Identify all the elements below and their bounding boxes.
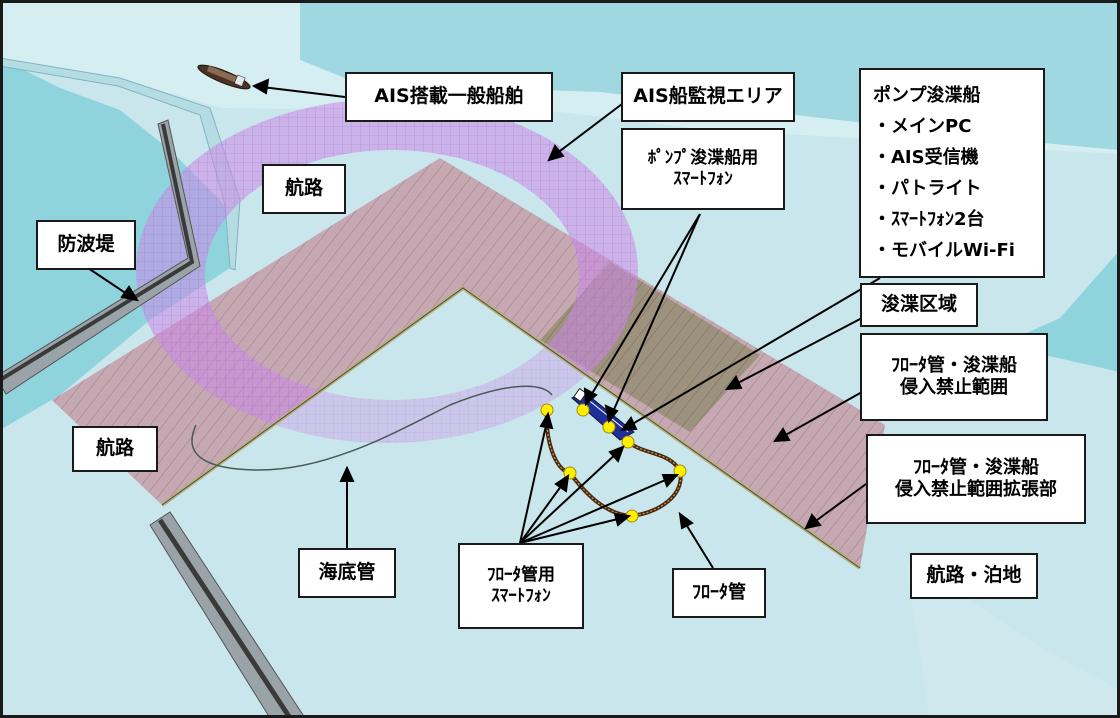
smartphone-markers xyxy=(540,403,687,523)
ais-vessel-icon xyxy=(197,64,251,90)
label-dredging-area: 浚渫区域 xyxy=(860,283,978,327)
quay-wall-top xyxy=(2,57,241,271)
label-pump-dredger-equipment: ポンプ浚渫船 ・メインPC ・AIS受信機 ・パトライト ・ｽﾏｰﾄﾌｫﾝ2台 … xyxy=(859,68,1045,278)
label-channel-left: 航路 xyxy=(72,426,158,472)
deep-water-right-lower xyxy=(905,560,1118,716)
smartphone-marker-icon xyxy=(621,435,635,449)
seabed-pipe xyxy=(191,385,553,471)
smartphone-marker-icon xyxy=(576,403,590,417)
label-pump-dredger-smartphone: ﾎﾟﾝﾌﾟ浚渫船用 ｽﾏｰﾄﾌｫﾝ xyxy=(621,128,785,210)
label-floater-pipe: ﾌﾛｰﾀ管 xyxy=(672,568,766,618)
smartphone-marker-icon xyxy=(602,420,616,434)
lower-pier xyxy=(149,511,305,716)
label-ais-vessel: AIS搭載一般船舶 xyxy=(345,72,553,122)
label-no-entry-zone: ﾌﾛｰﾀ管・浚渫船 侵入禁止範囲 xyxy=(860,333,1048,421)
label-channel-anchorage: 航路・泊地 xyxy=(910,553,1038,599)
label-breakwater: 防波堤 xyxy=(36,220,136,270)
label-ais-monitor-area: AIS船監視エリア xyxy=(621,72,795,122)
ais-monitoring-ring xyxy=(136,99,638,443)
label-no-entry-extension: ﾌﾛｰﾀ管・浚渫船 侵入禁止範囲拡張部 xyxy=(866,434,1086,524)
leader-arrows xyxy=(84,78,881,569)
label-seabed-pipe: 海底管 xyxy=(298,548,396,598)
label-floater-pipe-smartphone: ﾌﾛｰﾀ管用 ｽﾏｰﾄﾌｫﾝ xyxy=(458,543,584,629)
label-channel-top: 航路 xyxy=(262,164,346,214)
revetment-edge-inner xyxy=(161,287,861,569)
